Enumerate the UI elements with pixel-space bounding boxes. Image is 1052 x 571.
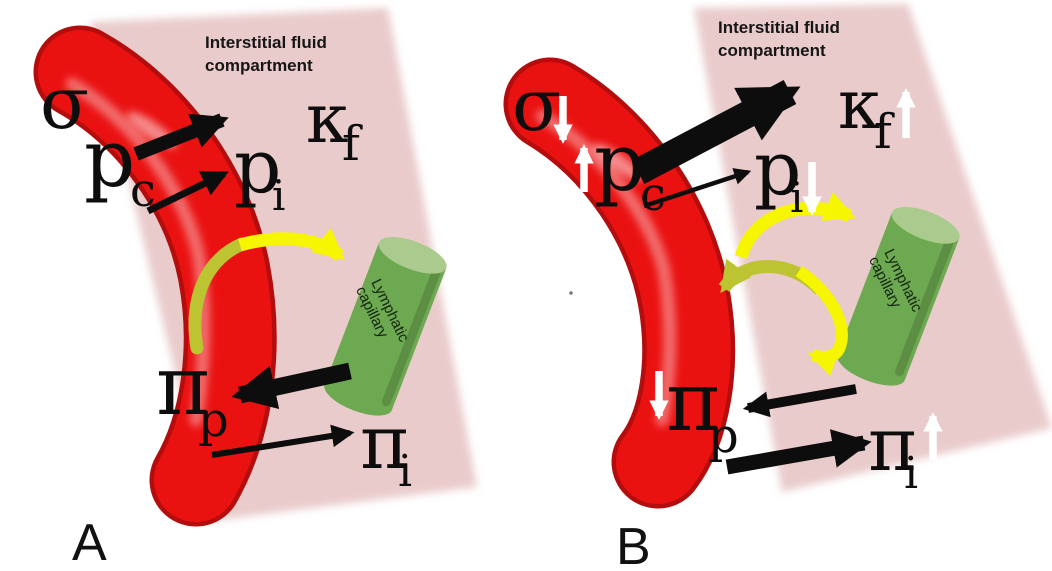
lymph-drainage-arrow-head [238,228,345,262]
p-c-subscript: c [640,167,666,221]
lymphatic-capillary-cap [378,236,447,274]
pi-i-symbol: π [360,400,409,486]
kappa-f-subscript: f [342,116,363,172]
p-i-symbol: p [234,124,281,210]
lymphatic-capillary-cap [891,206,960,244]
pi-i-subscript: i [398,446,412,497]
panel-a: Lymphatic capillary σ p c p i κ f π p π … [33,8,477,571]
lymphatic-capillary [837,206,960,386]
stray-dot [569,291,573,295]
lymphatic-capillary [324,236,447,416]
lymph-overflow-arrow [795,266,848,376]
plasma-oncotic-arrow [742,384,857,418]
interstitial-oncotic-arrow [211,424,355,458]
panel-label-b: B [616,518,651,571]
sigma-symbol: σ [40,61,89,145]
panel-b: Lymphatic capillary σ p c p i κ f π p π … [503,4,1052,571]
p-c-subscript: c [130,163,156,217]
plasma-oncotic-arrow [231,362,352,410]
lymph-drainage-arrow [734,192,856,260]
interstitial-oncotic-arrow [725,429,872,475]
lymphatic-capillary-body [837,212,960,386]
lymphatic-capillary-body [324,242,447,416]
lymphatic-shading [381,266,442,407]
kappa-f-symbol: κ [306,80,349,159]
kappa-f-subscript: f [874,104,895,160]
capillary-pressure-arrow [133,113,229,161]
lymphatic-shading [894,236,955,377]
pi-p-symbol: π [156,339,210,434]
capillary-specular [593,143,643,181]
interstitial-pressure-arrow [146,170,229,215]
pi-p-subscript: p [198,392,229,448]
compartment-label: Interstitial fluid compartment [205,33,332,75]
p-c-symbol: p [84,112,135,205]
pi-p-symbol: π [666,355,720,450]
kappa-f-symbol: κ [838,66,881,145]
interstitial-pressure-arrow [643,168,752,209]
p-c-symbol: p [594,116,645,209]
capillary-highlight [65,77,211,427]
compartment-label: Interstitial fluid compartment [718,18,845,60]
p-i-symbol: p [754,126,801,212]
lymph-drainage-arrow [188,228,345,355]
capillary-pressure-arrow [631,80,801,184]
p-i-subscript: i [272,171,285,220]
pi-i-subscript: i [904,448,918,499]
p-i-subscript: i [790,173,803,222]
pi-i-symbol: π [868,402,917,488]
sigma-symbol: σ [512,63,561,147]
lymph-drainage-arrow-tail [188,237,249,355]
pi-p-subscript: p [708,408,739,464]
panel-label-a: A [72,514,107,571]
